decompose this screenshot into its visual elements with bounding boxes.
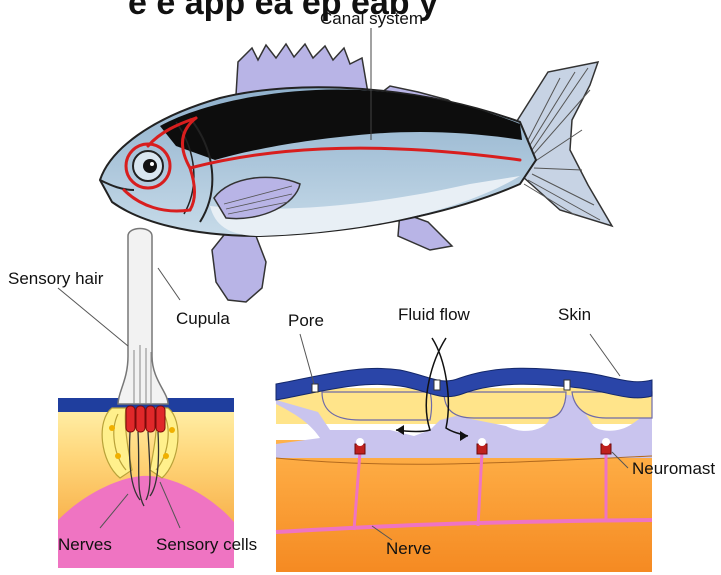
label-nerves: Nerves [58, 535, 112, 554]
pore-2 [434, 380, 440, 390]
fish-illustration: Canal system [100, 9, 612, 302]
canal-cross-section: Pore Fluid flow Skin Neuromast Nerve [276, 305, 715, 572]
pore-1 [312, 384, 318, 392]
pelvic-fin [212, 230, 266, 302]
pore-3 [564, 380, 570, 390]
cupula [118, 229, 168, 405]
label-sensory-hair: Sensory hair [8, 269, 104, 288]
label-nerve: Nerve [386, 539, 431, 558]
label-sensory-cells: Sensory cells [156, 535, 257, 554]
label-neuromast: Neuromast [632, 459, 715, 478]
label-skin: Skin [558, 305, 591, 324]
label-pore: Pore [288, 311, 324, 330]
label-canal-system: Canal system [320, 9, 423, 28]
label-cupula: Cupula [176, 309, 230, 328]
label-fluid-flow: Fluid flow [398, 305, 471, 324]
